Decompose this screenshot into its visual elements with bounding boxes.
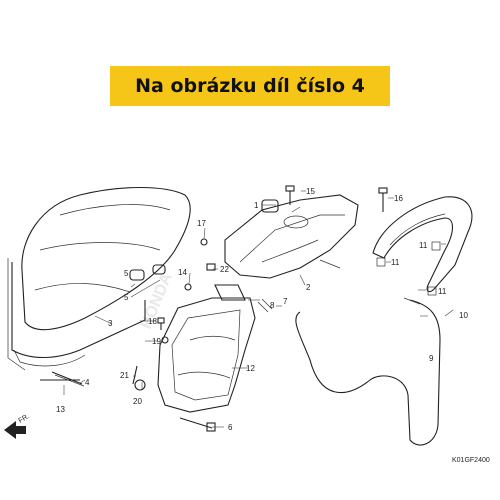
callout-19: 19 [152,337,161,346]
callout-10: 10 [459,311,468,320]
clip-22 [206,263,216,271]
callout-9: 9 [429,354,434,363]
callout-3: 3 [108,319,113,328]
callout-1: 1 [254,201,259,210]
screw-21 [132,365,138,385]
callout-15: 15 [306,187,315,196]
part-number-banner: Na obrázku díl číslo 4 [110,66,390,106]
seat-part [11,187,191,367]
callout-5a: 5 [124,269,129,278]
callout-4: 4 [85,378,90,387]
bolt-16 [378,187,388,212]
seat-lock [214,284,273,313]
callout-7: 7 [283,297,288,306]
front-label: FR. [18,413,31,425]
callout-11b: 11 [391,258,400,267]
callout-22: 22 [220,265,229,274]
callout-21: 21 [120,371,129,380]
luggage-box [157,297,256,413]
gasket-4 [51,371,83,385]
callout-18: 18 [148,317,157,326]
grommet-20 [134,379,146,391]
bolt-6 [179,417,216,432]
grab-rail [372,196,473,296]
callout-14: 14 [178,268,187,277]
bumper-5a [129,269,145,281]
clip-17 [200,238,208,246]
front-direction-arrow: FR. [4,413,31,439]
callout-6: 6 [228,423,233,432]
callout-11c: 11 [438,287,447,296]
leader-lines [63,190,454,428]
bolt-15 [285,185,295,205]
callout-17: 17 [197,219,206,228]
bumper-5b [152,264,166,275]
bolt-18 [157,317,165,330]
callout-20: 20 [133,397,142,406]
rear-cover [224,194,359,279]
seat-bracket [7,258,26,371]
nut-14 [184,283,192,291]
callout-13: 13 [56,405,65,414]
seat-lock-cable [295,299,441,446]
callout-2: 2 [306,283,311,292]
callout-5b: 5 [124,293,129,302]
callout-11a: 11 [419,241,428,250]
banner-text: Na obrázku díl číslo 4 [135,75,365,97]
callout-8: 8 [270,301,275,310]
callout-16: 16 [394,194,403,203]
screw-19 [161,336,169,344]
callout-12: 12 [246,364,255,373]
drawing-code: K01GF2400 [452,457,490,464]
